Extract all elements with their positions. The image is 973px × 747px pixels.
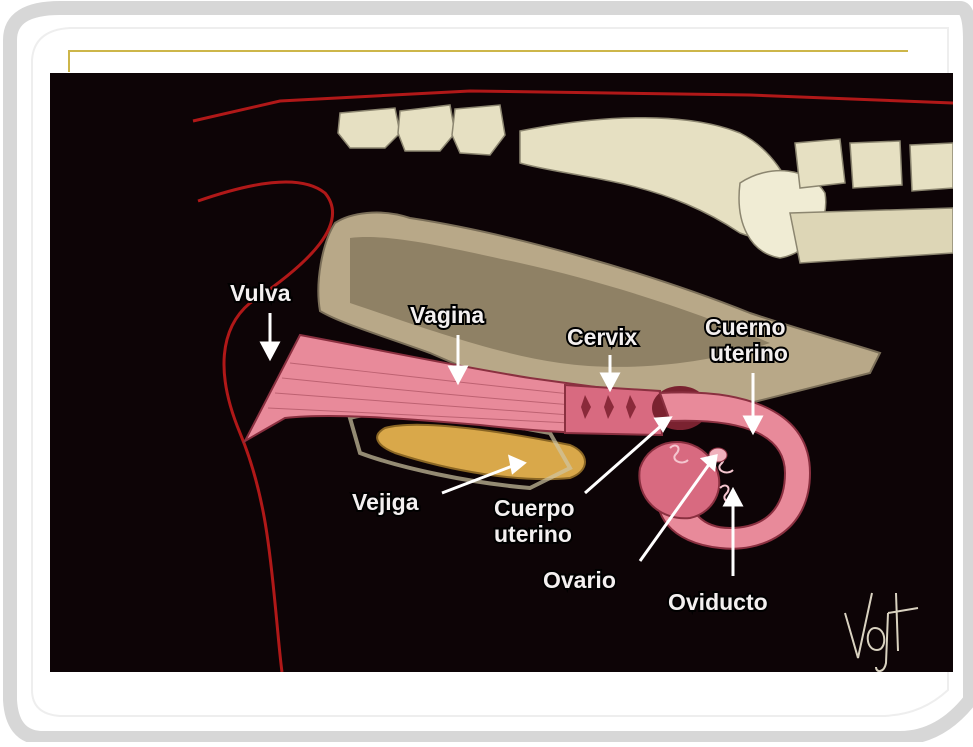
header-rule	[68, 50, 908, 52]
label-oviducto: Oviducto	[668, 589, 768, 615]
label-ovario: Ovario	[543, 567, 616, 593]
label-vulva: Vulva	[230, 280, 291, 306]
label-cuerpo-1: Cuerpo	[494, 495, 575, 521]
anatomy-illustration: Vulva Vagina Cervix Cuerno uterino Vejig…	[50, 73, 953, 672]
label-cuerno-1: Cuerno	[705, 314, 786, 340]
label-cuerpo-2: uterino	[494, 521, 572, 547]
label-cervix: Cervix	[567, 324, 638, 350]
bladder	[377, 425, 585, 479]
label-vagina: Vagina	[410, 302, 484, 328]
label-vejiga: Vejiga	[352, 489, 419, 515]
cervix	[565, 385, 662, 435]
header-rule-tick	[68, 52, 70, 72]
body-outline	[193, 91, 953, 121]
artist-signature	[845, 593, 918, 671]
label-cuerno-2: uterino	[710, 340, 788, 366]
